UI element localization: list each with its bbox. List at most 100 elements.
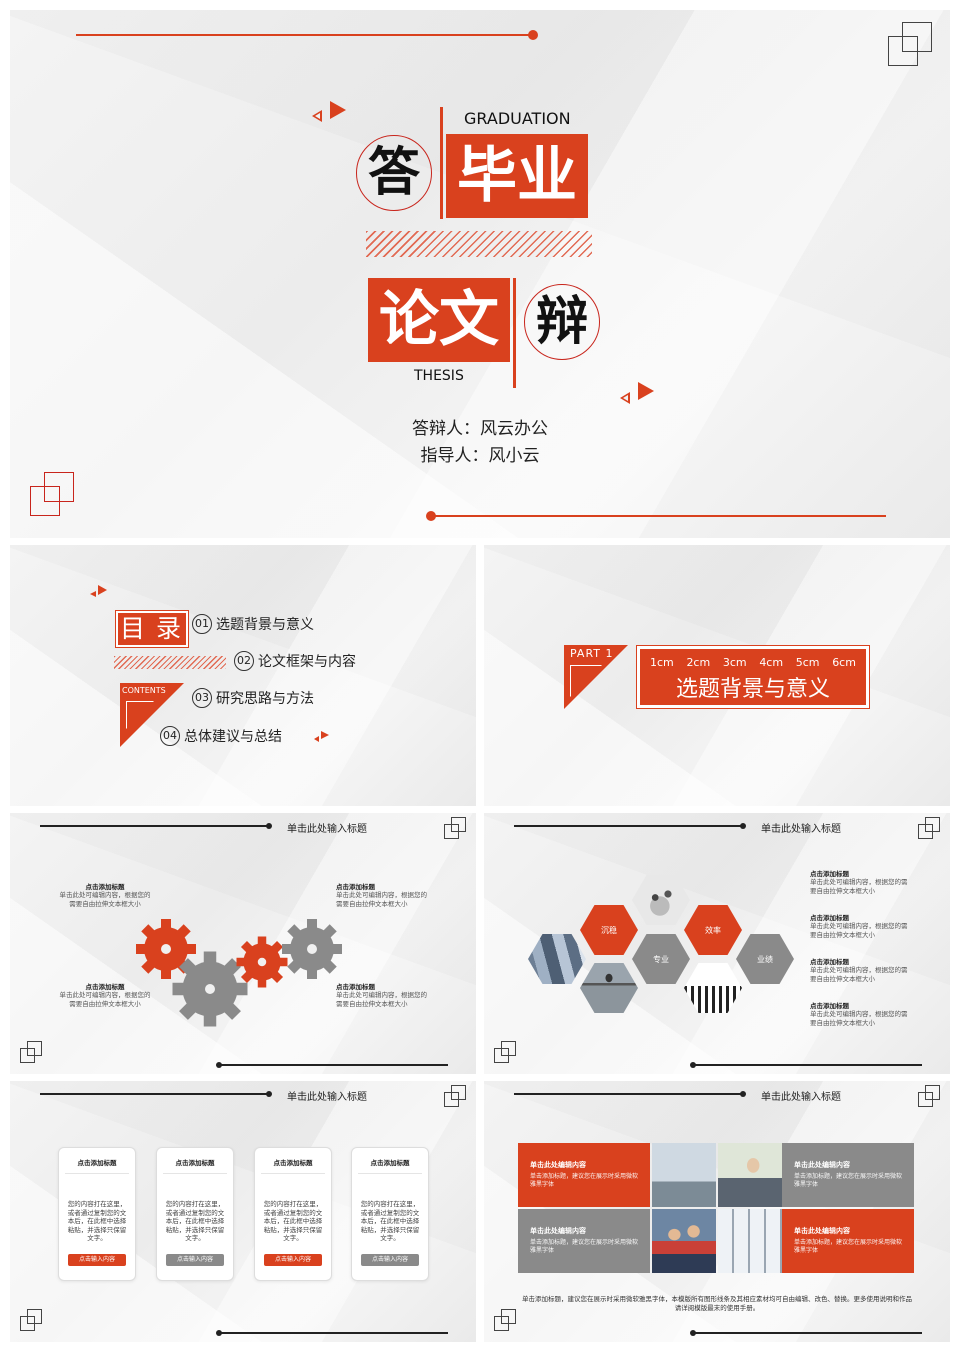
text-block: 点击添加标题 单击此处可编辑内容，根据您的需要自由拉伸文本框大小: [59, 883, 151, 908]
cover-top-line-dot: [528, 30, 538, 40]
part-title-box: [640, 649, 866, 705]
header-line: [40, 1090, 272, 1097]
squares-icon-top-right: [918, 1085, 942, 1109]
part1-slide: PART 1 1cm 2cm 3cm 4cm 5cm 6cm 选题背景与意义: [484, 545, 950, 806]
slide-title: 单击此处输入标题: [287, 1092, 367, 1103]
toc-item-01[interactable]: 01 选题背景与意义: [192, 614, 314, 634]
ruler-label: 1cm: [650, 656, 674, 669]
toc-title-lu: 录: [156, 614, 182, 643]
content-tile: 单击此处编辑内容 单击添加标题，建议您在展示时采用微软雅黑字体: [518, 1143, 650, 1207]
photo-team: [652, 1209, 716, 1273]
squares-icon-top-right: [888, 22, 934, 68]
biye-box: [446, 134, 588, 218]
toc-title-mu: 目: [120, 614, 146, 643]
ruler-label: 6cm: [832, 656, 856, 669]
cover-bottom-line: [430, 515, 886, 517]
play-triangle-icon-2: [321, 731, 329, 739]
slide-title: 单击此处输入标题: [287, 824, 367, 835]
part-inner-outline: [570, 665, 602, 697]
footer-line: [690, 1061, 922, 1068]
content-card: 点击添加标题 您的内容打在这里，或者通过复制您的文本后，在此框中选择粘贴，并选择…: [351, 1147, 429, 1281]
card-button[interactable]: 点击输入内容: [68, 1254, 126, 1266]
cover-slide: GRADUATION 答 毕业 论文 辩 THESIS 答辩人：风云办公 指导人…: [10, 10, 950, 538]
header-line: [514, 1090, 746, 1097]
toc-item-04[interactable]: 04 总体建议与总结: [160, 726, 282, 746]
toc-item-label: 论文框架与内容: [258, 654, 356, 670]
content-tile: 单击此处编辑内容 单击添加标题，建议您在展示时采用微软雅黑字体: [518, 1209, 650, 1273]
text-block: 点击添加标题 单击此处可编辑内容，根据您的需要自由拉伸文本框大小: [810, 958, 908, 983]
header-line: [514, 822, 746, 829]
ruler-labels: 1cm 2cm 3cm 4cm 5cm 6cm: [650, 656, 856, 669]
defender-name: 答辩人：风云办公: [412, 419, 548, 439]
toc-slide: 目 录 CONTENTS 01 选题背景与意义 02 论文框架与内容 03 研究…: [10, 545, 476, 806]
thesis-label: THESIS: [414, 368, 464, 384]
footer-line: [690, 1329, 922, 1336]
text-block: 点击添加标题 单击此处可编辑内容，根据您的需要自由拉伸文本框大小: [336, 883, 427, 908]
toc-num-circle: 01: [192, 614, 212, 634]
squares-icon-bottom-left: [20, 1309, 44, 1333]
text-block: 点击添加标题 单击此处可编辑内容，根据您的需要自由拉伸文本框大小: [810, 870, 908, 895]
gears-slide: 单击此处输入标题 点击添加标题 单击此处可编辑内容，根据您的需要自由拉伸文本框大…: [10, 813, 476, 1074]
vertical-red-bar-bottom: [513, 278, 516, 388]
card-button[interactable]: 点击输入内容: [166, 1254, 224, 1266]
gear-icon: [136, 919, 196, 979]
da-circle: [356, 135, 432, 211]
lunwen-box: [368, 278, 510, 362]
photo-businessman: [718, 1143, 782, 1207]
gears-graphic: [136, 919, 342, 1027]
hexagon-slide: 单击此处输入标题 沉稳 效率 专业 业绩 点击添加标题 单击此处可编辑内容，根据…: [484, 813, 950, 1074]
toc-item-label: 选题背景与意义: [216, 617, 314, 633]
ruler-label: 5cm: [795, 656, 820, 669]
text-block: 点击添加标题 单击此处可编辑内容，根据您的需要自由拉伸文本框大小: [59, 983, 151, 1008]
cards-slide: 单击此处输入标题 点击添加标题 您的内容打在这里，或者通过复制您的文本后，在此框…: [10, 1081, 476, 1342]
bian-circle: [524, 284, 600, 360]
toc-item-label: 研究思路与方法: [216, 691, 314, 707]
content-card: 点击添加标题 您的内容打在这里，或者通过复制您的文本后，在此框中选择粘贴，并选择…: [156, 1147, 234, 1281]
text-block: 点击添加标题 单击此处可编辑内容，根据您的需要自由拉伸文本框大小: [810, 1002, 908, 1027]
content-tile: 单击此处编辑内容 单击添加标题，建议您在展示时采用微软雅黑字体: [782, 1209, 914, 1273]
squares-icon-top-right: [444, 1085, 468, 1109]
hex-label: 业绩: [736, 934, 794, 984]
tiles-slide: 单击此处输入标题 单击此处编辑内容 单击添加标题，建议您在展示时采用微软雅黑字体…: [484, 1081, 950, 1342]
gear-icon: [172, 951, 248, 1027]
content-tile: 单击此处编辑内容 单击添加标题，建议您在展示时采用微软雅黑字体: [782, 1143, 914, 1207]
vertical-red-bar-top: [440, 107, 443, 219]
contents-inner-outline: [126, 701, 154, 729]
contents-label: CONTENTS: [122, 686, 166, 695]
gear-icon: [282, 919, 342, 979]
cover-top-line: [76, 34, 532, 36]
hex-label: 沉稳: [580, 905, 638, 955]
outline-triangle-icon: [90, 591, 96, 597]
card-button[interactable]: 点击输入内容: [361, 1254, 419, 1266]
text-block: 点击添加标题 单击此处可编辑内容，根据您的需要自由拉伸文本框大小: [810, 914, 908, 939]
squares-icon-bottom-left: [30, 472, 76, 518]
slide-title: 单击此处输入标题: [761, 824, 841, 835]
toc-num-circle: 04: [160, 726, 180, 746]
toc-item-03[interactable]: 03 研究思路与方法: [192, 688, 314, 708]
play-triangle-icon: [330, 101, 346, 119]
content-card: 点击添加标题 您的内容打在这里，或者通过复制您的文本后，在此框中选择粘贴，并选择…: [254, 1147, 332, 1281]
outline-triangle-inner-2: [623, 395, 628, 401]
graduation-label: GRADUATION: [464, 109, 571, 128]
squares-icon-bottom-left: [494, 1309, 518, 1333]
card-button[interactable]: 点击输入内容: [264, 1254, 322, 1266]
advisor-name: 指导人：风小云: [420, 446, 540, 466]
hex-label: 效率: [684, 905, 742, 955]
slide-title: 单击此处输入标题: [761, 1092, 841, 1103]
da-char: 答: [367, 143, 420, 203]
squares-icon-top-right: [444, 817, 468, 841]
toc-num-circle: 03: [192, 688, 212, 708]
content-card: 点击添加标题 您的内容打在这里，或者通过复制您的文本后，在此框中选择粘贴，并选择…: [58, 1147, 136, 1281]
toc-num-circle: 02: [234, 651, 254, 671]
bian-char: 辩: [535, 292, 588, 352]
header-line: [40, 822, 272, 829]
squares-icon-bottom-left: [20, 1041, 44, 1065]
lunwen-title: 论文: [379, 285, 499, 355]
outline-triangle-inner: [315, 113, 320, 119]
striped-divider: [366, 231, 592, 257]
toc-item-02[interactable]: 02 论文框架与内容: [234, 651, 356, 671]
hex-photo-meeting: [632, 875, 690, 925]
hex-photo-businessman: [580, 963, 638, 1013]
photo-office-people: [652, 1143, 716, 1207]
text-block: 点击添加标题 单击此处可编辑内容，根据您的需要自由拉伸文本框大小: [336, 983, 427, 1008]
